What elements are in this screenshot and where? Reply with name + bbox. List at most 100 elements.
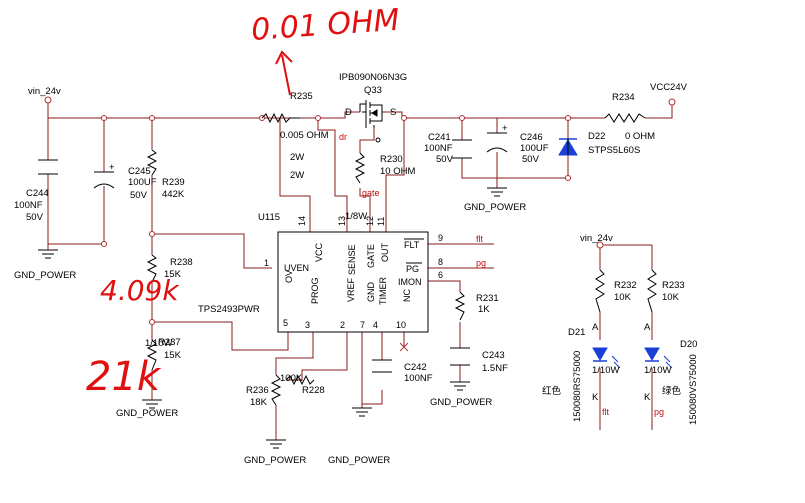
- net-dr: dr: [339, 132, 347, 142]
- ic-part: TPS2493PWR: [198, 304, 260, 315]
- svg-text:150080VS75000: 150080VS75000: [688, 354, 699, 425]
- svg-text:D22: D22: [588, 131, 605, 142]
- pin-name-sense: SENSE: [347, 244, 357, 275]
- svg-text:R236: R236: [246, 385, 269, 396]
- pin-name-out: OUT: [380, 243, 390, 263]
- svg-text:C242: C242: [404, 362, 427, 373]
- pin-num-5: 5: [283, 318, 288, 328]
- svg-text:S: S: [390, 107, 396, 118]
- svg-text:100UF: 100UF: [520, 143, 549, 154]
- svg-text:10K: 10K: [662, 292, 680, 303]
- pin-num-6: 6: [438, 270, 443, 280]
- svg-text:100NF: 100NF: [14, 200, 43, 211]
- svg-text:R237: R237: [158, 337, 181, 348]
- svg-text:红色: 红色: [542, 385, 562, 397]
- capacitor-c246: + C246 100UF 50V: [486, 123, 549, 165]
- svg-text:1K: 1K: [478, 304, 490, 315]
- net-flt: flt: [476, 234, 484, 244]
- svg-text:100NF: 100NF: [424, 143, 453, 154]
- pin-name-uven: UVEN: [284, 263, 309, 273]
- pin-num-9: 9: [438, 233, 443, 243]
- svg-text:15K: 15K: [164, 269, 182, 280]
- ic-ref: U115: [258, 212, 280, 223]
- svg-text:D20: D20: [680, 339, 697, 350]
- svg-text:A: A: [644, 322, 651, 333]
- svg-text:R238: R238: [170, 257, 193, 268]
- svg-text:2W: 2W: [290, 152, 304, 163]
- resistor-r239: R239 442K: [146, 149, 185, 200]
- pin-name-vcc: VCC: [314, 242, 324, 262]
- net-pg-led: pg: [654, 407, 664, 417]
- resistor-r234: R234 0 OHM: [604, 92, 655, 142]
- net-gnd-5: GND_POWER: [430, 397, 492, 408]
- ic-power-note: 1/8W: [345, 211, 367, 222]
- net-vin: vin_24v: [28, 86, 61, 97]
- pin-num-11: 11: [376, 217, 386, 226]
- svg-text:1/10W: 1/10W: [592, 365, 619, 376]
- handwritten-annotations: 0.01 OHM 4.09k 21k: [86, 3, 401, 400]
- net-labels: vin_24v VCC24V GND_POWER GND_POWER GND_P…: [14, 82, 688, 466]
- pin-num-2: 2: [340, 320, 345, 330]
- capacitor-c241: C241 100NF 50V: [424, 132, 472, 165]
- led-d20: D20 A K 1/10W 150080VS75000 绿色: [644, 322, 699, 425]
- annotation-r237: 21k: [86, 354, 162, 400]
- ground-symbols: [38, 187, 507, 449]
- svg-text:R234: R234: [612, 92, 635, 103]
- svg-text:C241: C241: [428, 132, 451, 143]
- pin-num-3: 3: [305, 320, 310, 330]
- pin-num-13: 13: [337, 216, 347, 226]
- svg-text:50V: 50V: [26, 212, 44, 223]
- svg-text:C244: C244: [26, 188, 49, 199]
- resistor-r230: R230 10 OHM: [354, 152, 415, 184]
- svg-text:15K: 15K: [164, 350, 182, 361]
- svg-text:Q33: Q33: [364, 85, 382, 96]
- diode-d22: D22 STPS5L60S: [558, 131, 640, 156]
- resistor-r235: R235 0.005 OHM 2W 2W: [261, 91, 329, 181]
- ic-u115: U115 TPS2493PWR 1/8W UVEN 1 OV 5 VCC 14 …: [198, 211, 443, 333]
- svg-text:+: +: [109, 162, 115, 173]
- capacitor-c244: C244 100NF 50V: [14, 159, 58, 223]
- pin-num-7: 7: [360, 320, 365, 330]
- net-gnd-2: GND_POWER: [116, 408, 178, 419]
- svg-text:100K: 100K: [280, 373, 303, 384]
- svg-text:0 OHM: 0 OHM: [625, 131, 655, 142]
- pin-name-flt: FLT: [404, 240, 420, 250]
- resistor-r228: 100K R228: [280, 373, 325, 396]
- svg-text:R235: R235: [290, 91, 313, 102]
- resistor-r231: R231 1K: [454, 291, 499, 321]
- resistor-r232: R232 10K: [595, 269, 637, 313]
- svg-text:C245: C245: [128, 166, 151, 177]
- svg-text:R233: R233: [662, 280, 685, 291]
- svg-text:IPB090N06N3G: IPB090N06N3G: [339, 72, 407, 83]
- net-pg: pg: [476, 258, 486, 268]
- net-gnd-1: GND_POWER: [14, 270, 76, 281]
- svg-text:K: K: [592, 392, 599, 403]
- resistor-r238: R238 15K: [146, 254, 193, 283]
- svg-text:C246: C246: [520, 132, 543, 143]
- svg-text:C243: C243: [482, 350, 505, 361]
- svg-text:50V: 50V: [130, 190, 148, 201]
- pin-name-timer: TIMER: [378, 277, 388, 305]
- net-gnd-4: GND_POWER: [328, 455, 390, 466]
- capacitor-c243: C243 1.5NF: [450, 347, 508, 374]
- svg-text:18K: 18K: [250, 397, 268, 408]
- pin-name-vref: VREF: [346, 277, 356, 302]
- pin-num-10: 10: [396, 320, 406, 330]
- resistor-r236: R236 18K: [246, 374, 282, 408]
- svg-text:150080RS75000: 150080RS75000: [572, 351, 583, 422]
- pin-name-gate: GATE: [366, 244, 376, 268]
- annotation-r238: 4.09k: [100, 274, 180, 307]
- svg-text:R230: R230: [380, 154, 403, 165]
- pin-num-12: 12: [365, 216, 375, 226]
- annotation-shunt: 0.01 OHM: [250, 3, 401, 48]
- pin-name-pg: PG: [406, 264, 419, 274]
- resistor-r233: R233 10K: [647, 269, 685, 313]
- svg-text:R231: R231: [476, 293, 499, 304]
- svg-text:10 OHM: 10 OHM: [380, 166, 415, 177]
- pin-name-nc: NC: [402, 289, 412, 302]
- svg-text:1.5NF: 1.5NF: [482, 363, 508, 374]
- net-vin-2: vin_24v: [580, 233, 613, 244]
- net-gate: gate: [362, 188, 380, 198]
- svg-text:50V: 50V: [436, 154, 454, 165]
